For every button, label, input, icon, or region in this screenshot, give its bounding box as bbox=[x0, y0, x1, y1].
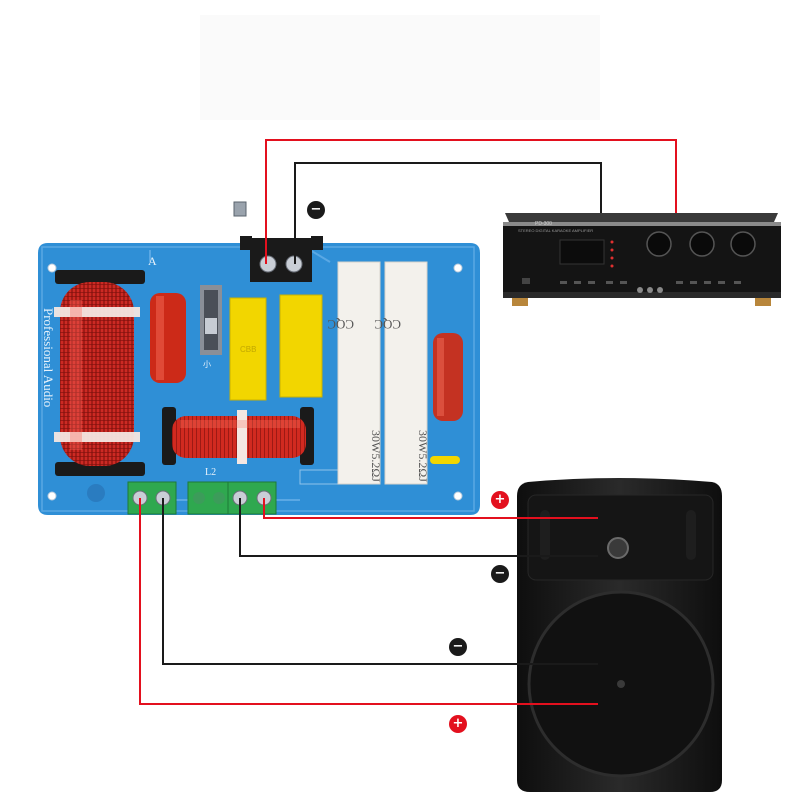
board-label-a: A bbox=[148, 254, 157, 268]
cement-resistor-1: CQC 30W5.2ΩJ bbox=[327, 261, 383, 485]
small-component bbox=[233, 201, 247, 217]
capacitor-red-right bbox=[433, 333, 463, 421]
svg-text:CQC: CQC bbox=[327, 317, 354, 332]
cement-resistor-2: CQC 30W5.2ΩJ bbox=[374, 261, 430, 485]
wire-tweeter-positive bbox=[263, 498, 598, 519]
speaker-cabinet bbox=[517, 478, 722, 792]
wire-tweeter-negative bbox=[239, 498, 598, 557]
terminal-block-input bbox=[240, 236, 323, 282]
karaoke-amplifier: PD-300 STEREO DIGITAL KARAOKE AMPLIFIER bbox=[503, 213, 781, 306]
amplifier-model: PD-300 bbox=[535, 221, 552, 227]
svg-text:30W5.2ΩJ: 30W5.2ΩJ bbox=[416, 430, 430, 482]
amplifier-subtitle: STEREO DIGITAL KARAOKE AMPLIFIER bbox=[518, 228, 593, 233]
wire-woofer-positive bbox=[139, 498, 598, 705]
terminal-block-bottom bbox=[127, 481, 277, 515]
board-small-label: 小 bbox=[203, 360, 211, 369]
polarity-marker-speaker-bottom-negative: − bbox=[449, 638, 467, 656]
board-label-l2: L2 bbox=[205, 467, 216, 478]
wire-woofer-negative bbox=[162, 498, 598, 665]
inductor-coil-large bbox=[54, 270, 145, 476]
svg-text:30W5.2ΩJ: 30W5.2ΩJ bbox=[369, 430, 383, 482]
polarity-marker-speaker-bottom-positive: + bbox=[449, 715, 467, 733]
inductor-coil-small bbox=[162, 407, 314, 465]
board-brand-text: Professional Audio bbox=[41, 308, 56, 407]
capacitor-yellow-1: CBB bbox=[229, 297, 267, 401]
wire-amp-negative bbox=[294, 162, 602, 264]
svg-text:CBB: CBB bbox=[240, 345, 256, 354]
wiring bbox=[139, 139, 677, 705]
polarity-marker-amp-negative: − bbox=[307, 201, 325, 219]
watermark-area bbox=[200, 15, 600, 120]
polarity-marker-speaker-top-positive: + bbox=[491, 491, 509, 509]
switch-component bbox=[200, 285, 222, 355]
capacitor-yellow-2 bbox=[279, 294, 323, 398]
capacitor-red-left bbox=[150, 293, 186, 383]
wire-amp-positive bbox=[265, 139, 677, 264]
lead-yellow bbox=[430, 456, 460, 464]
svg-text:CQC: CQC bbox=[374, 317, 401, 332]
board-mark bbox=[87, 484, 105, 502]
polarity-marker-speaker-top-negative: − bbox=[491, 565, 509, 583]
